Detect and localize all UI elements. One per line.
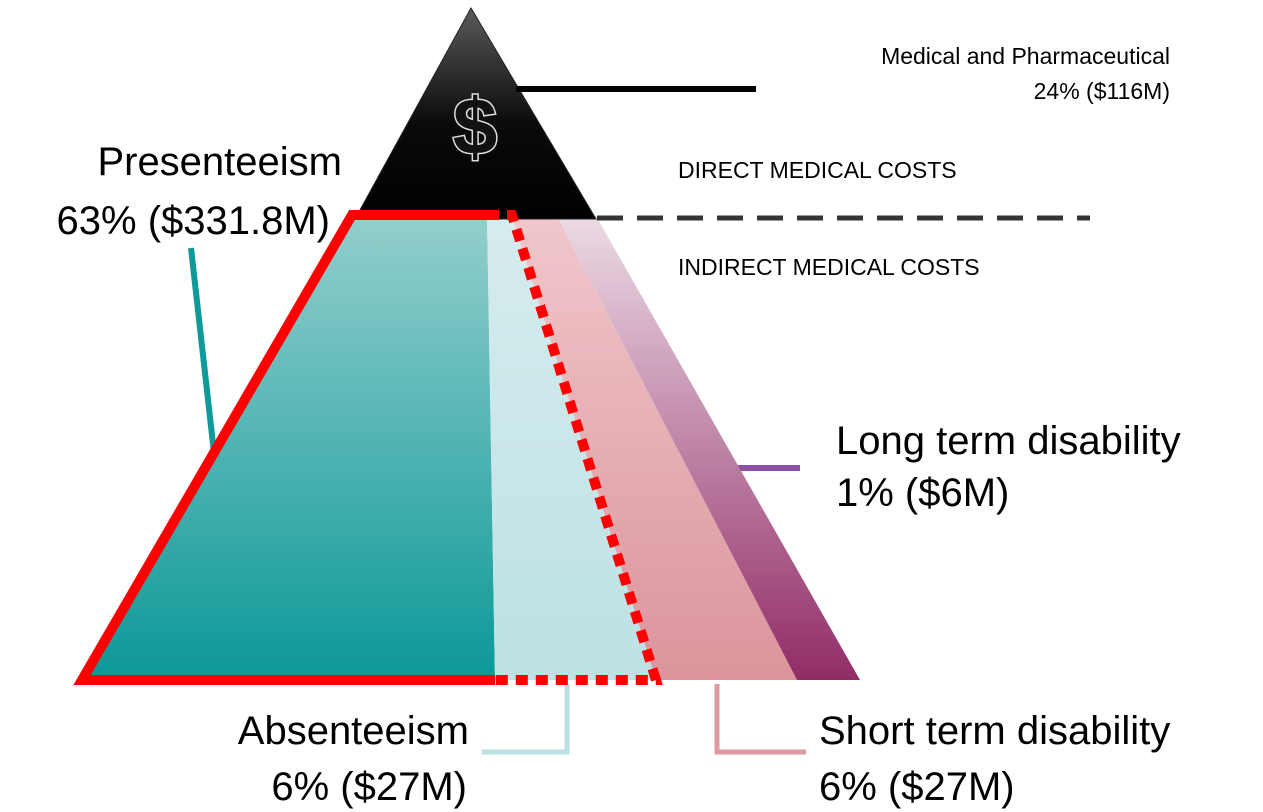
presenteeism-outline [73, 210, 495, 685]
short-term-disability-name: Short term disability [819, 709, 1170, 753]
absenteeism-segment [487, 216, 656, 680]
presenteeism-segment [82, 216, 495, 680]
short-term-leader-line [714, 684, 806, 755]
indirect-costs-label: INDIRECT MEDICAL COSTS [678, 254, 980, 280]
dollar-icon: $ [453, 82, 498, 171]
absenteeism-dotted-outline [487, 210, 663, 685]
long-term-disability-segment [557, 216, 860, 680]
long-term-disability-value: 1% ($6M) [836, 471, 1009, 515]
apex-label-line1: Medical and Pharmaceutical [881, 43, 1170, 69]
absenteeism-name: Absenteeism [238, 709, 469, 753]
presenteeism-leader-line [188, 247, 218, 463]
long-term-disability-name: Long term disability [836, 419, 1181, 463]
apex-label-line2: 24% ($116M) [1034, 78, 1170, 104]
short-term-disability-value: 6% ($27M) [819, 765, 1015, 809]
short-term-disability-segment [512, 216, 797, 680]
presenteeism-name: Presenteeism [97, 140, 342, 184]
presenteeism-value: 63% ($331.8M) [57, 199, 330, 243]
direct-costs-label: DIRECT MEDICAL COSTS [678, 157, 957, 183]
absenteeism-leader-line [482, 684, 570, 755]
absenteeism-value: 6% ($27M) [271, 765, 467, 809]
